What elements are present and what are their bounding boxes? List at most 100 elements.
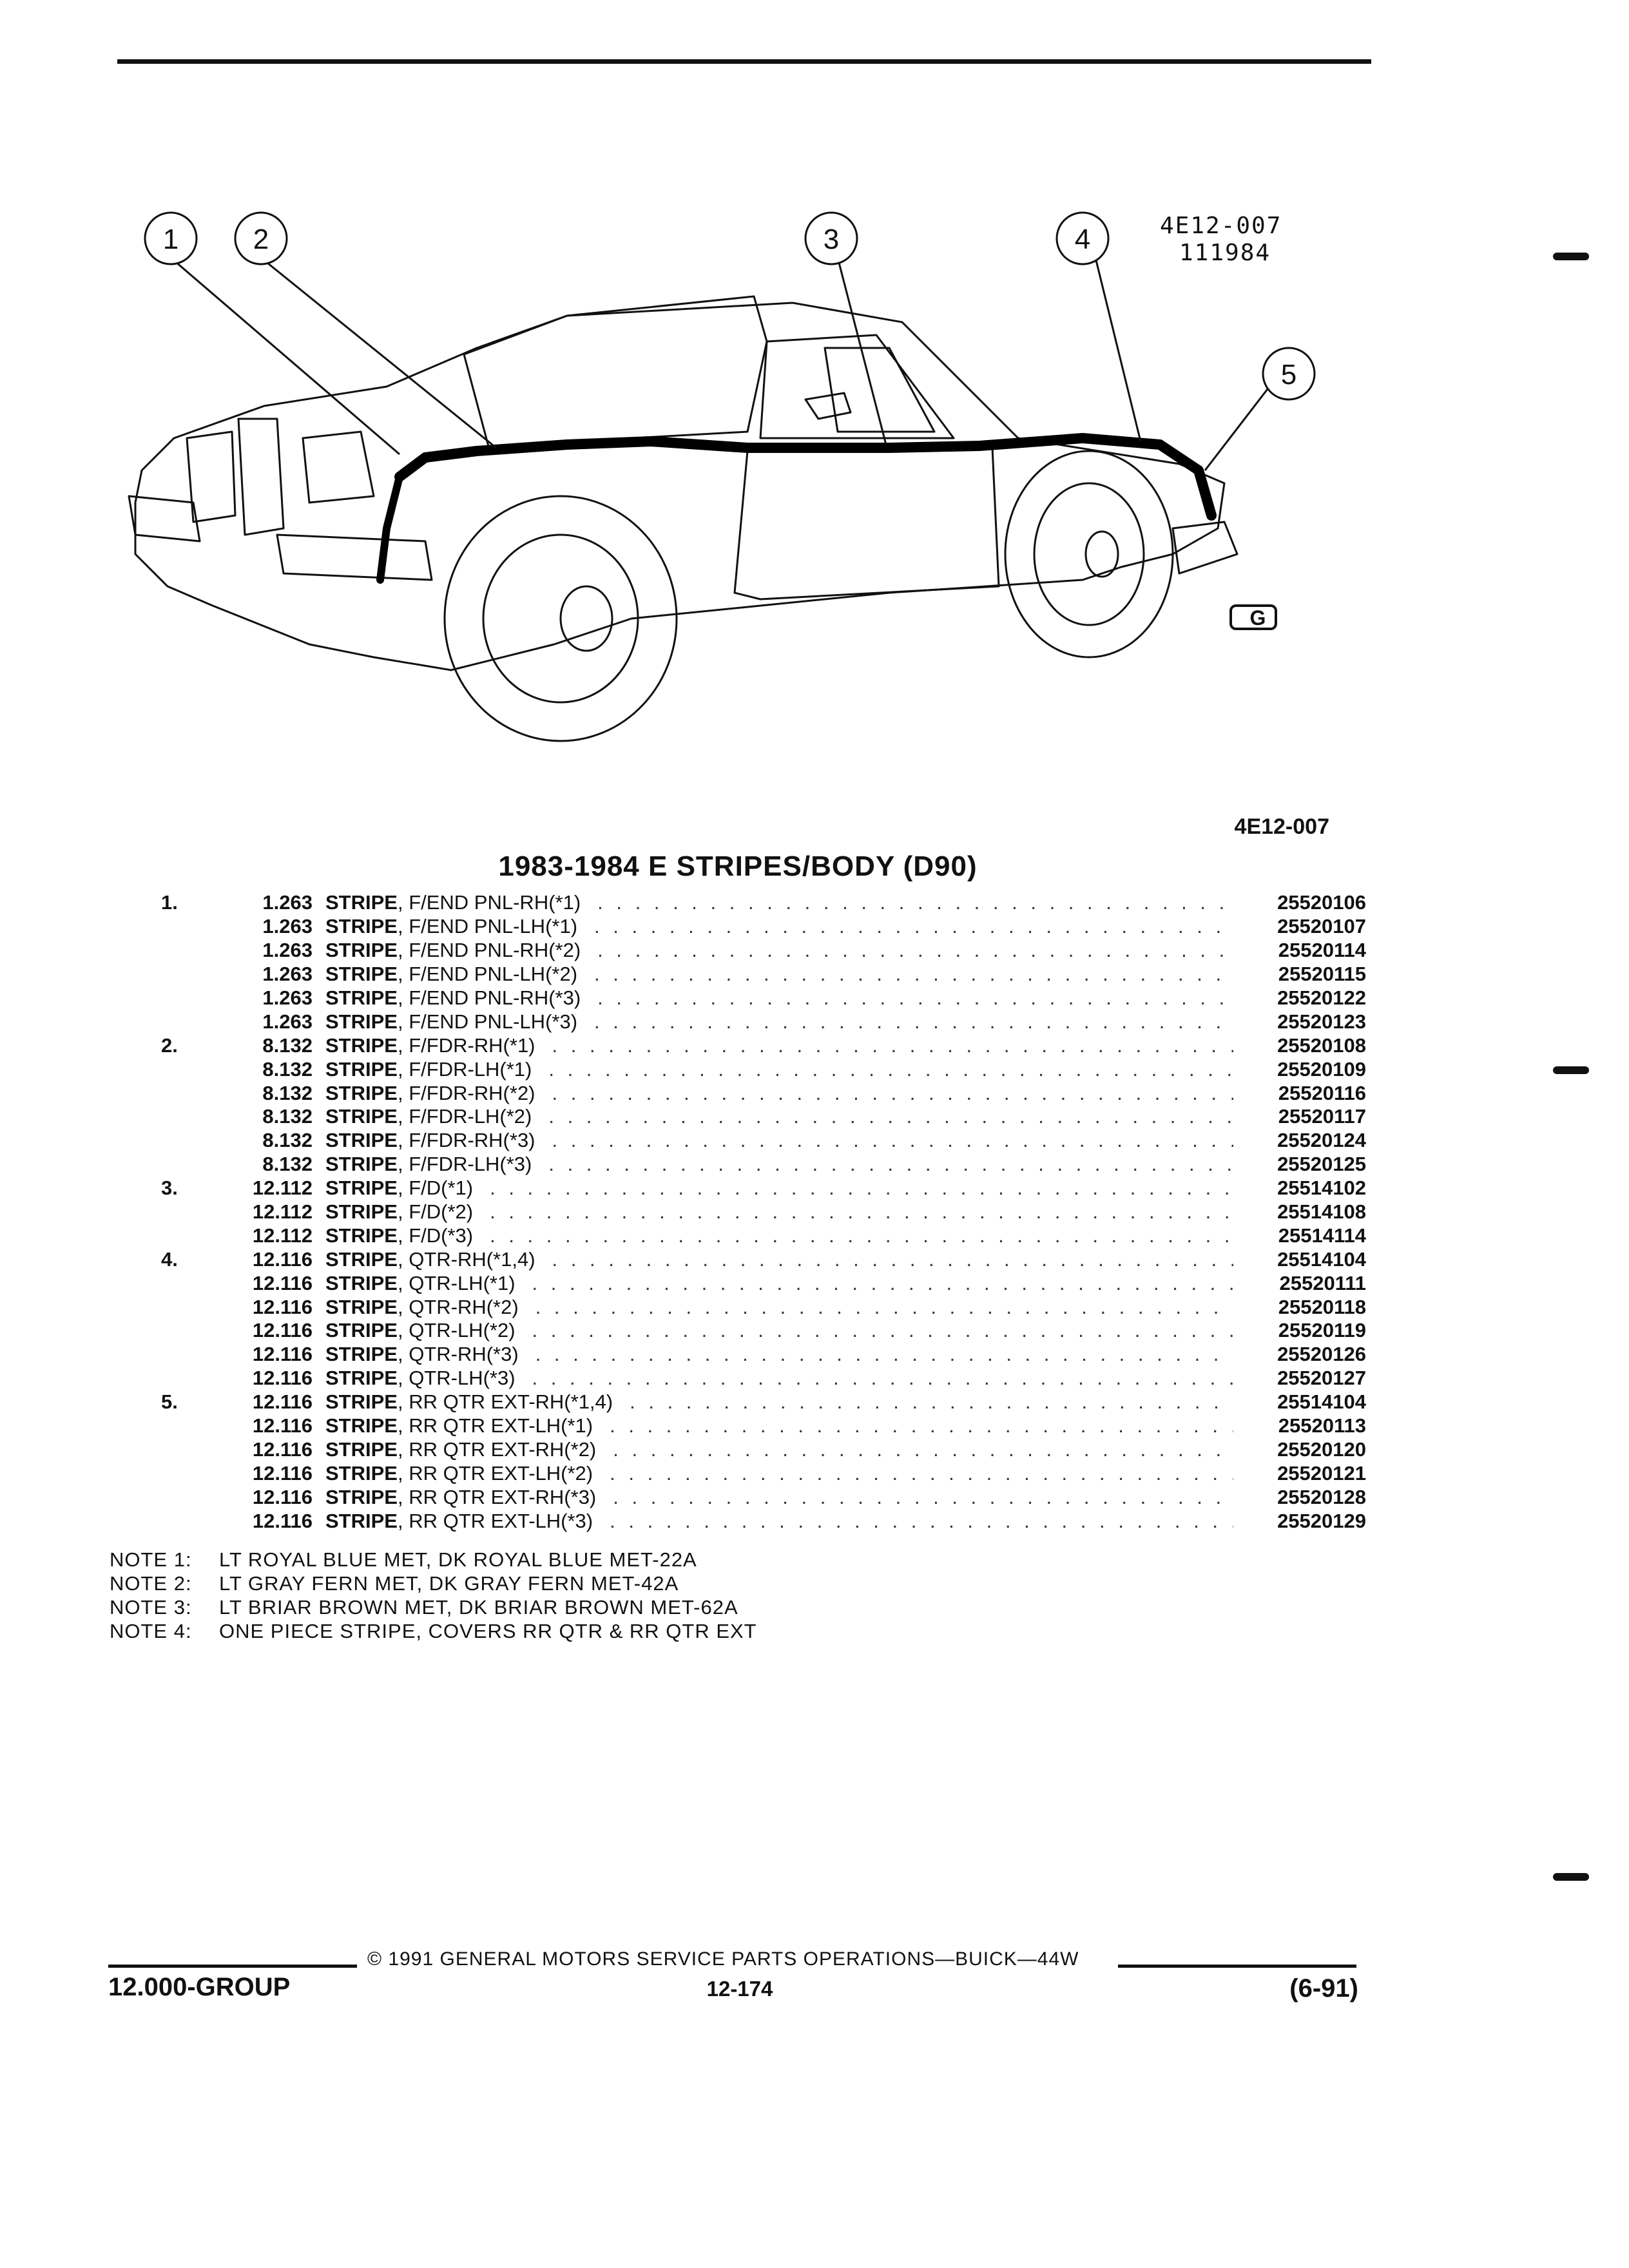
part-name: STRIPE	[325, 1057, 398, 1081]
part-description: STRIPE, QTR-LH(*2)	[325, 1319, 516, 1342]
footer-rule-right	[1118, 1965, 1356, 1968]
part-position: 12.116	[252, 1295, 313, 1318]
part-number: 25520119	[1278, 1319, 1366, 1342]
part-detail: , QTR-RH(*2)	[397, 1295, 519, 1318]
part-number: 25520117	[1278, 1105, 1366, 1128]
dot-leader	[594, 915, 1233, 938]
callout-5: 5	[1281, 359, 1296, 390]
part-description: STRIPE, F/END PNL-LH(*2)	[325, 963, 577, 986]
part-position: 12.112	[252, 1177, 313, 1200]
part-number: 25520128	[1277, 1485, 1366, 1508]
part-position: 12.116	[252, 1367, 313, 1390]
dot-leader	[535, 1296, 1233, 1319]
part-name: STRIPE	[325, 1461, 398, 1485]
part-index: 5.	[161, 1390, 178, 1414]
part-position: 12.116	[252, 1319, 313, 1342]
footer-group: 12.000-GROUP	[108, 1973, 291, 2001]
part-description: STRIPE, F/FDR-RH(*1)	[325, 1034, 535, 1057]
part-detail: , RR QTR EXT-LH(*3)	[397, 1509, 593, 1532]
part-number: 25514104	[1277, 1247, 1366, 1271]
dot-leader	[552, 1082, 1233, 1105]
part-number: 25520122	[1277, 986, 1366, 1009]
dot-leader	[613, 1486, 1233, 1509]
dot-leader	[548, 1105, 1233, 1128]
part-description: STRIPE, QTR-RH(*2)	[325, 1296, 519, 1319]
part-number: 25520125	[1277, 1153, 1366, 1176]
part-detail: , F/END PNL-RH(*3)	[397, 986, 581, 1009]
note-text: LT ROYAL BLUE MET, DK ROYAL BLUE MET-22A	[219, 1548, 697, 1571]
part-description: STRIPE, RR QTR EXT-LH(*1)	[325, 1414, 593, 1437]
callout-2: 2	[253, 224, 269, 255]
top-rule	[117, 59, 1371, 64]
figure-reference: 4E12-007	[1234, 814, 1329, 839]
tab-mark	[1553, 1066, 1589, 1074]
part-name: STRIPE	[325, 1010, 398, 1033]
part-name: STRIPE	[325, 986, 398, 1009]
gm-logo: G	[1229, 604, 1277, 630]
part-detail: , F/END PNL-LH(*2)	[397, 963, 578, 986]
note-label: NOTE 1:	[110, 1548, 192, 1571]
part-number: 25520116	[1278, 1081, 1366, 1104]
part-description: STRIPE, F/D(*2)	[325, 1200, 473, 1224]
part-position: 12.116	[252, 1461, 313, 1485]
part-description: STRIPE, QTR-RH(*3)	[325, 1343, 519, 1366]
dot-leader	[548, 1058, 1233, 1081]
part-name: STRIPE	[325, 1153, 398, 1176]
part-position: 12.116	[252, 1271, 313, 1294]
part-name: STRIPE	[325, 963, 398, 986]
part-detail: , QTR-LH(*1)	[397, 1271, 516, 1294]
part-name: STRIPE	[325, 1200, 398, 1224]
dot-leader	[490, 1177, 1233, 1200]
note-text: ONE PIECE STRIPE, COVERS RR QTR & RR QTR…	[219, 1619, 757, 1642]
dot-leader	[630, 1390, 1233, 1414]
part-description: STRIPE, F/FDR-LH(*1)	[325, 1058, 532, 1081]
dot-leader	[597, 939, 1233, 962]
part-name: STRIPE	[325, 1367, 398, 1390]
note-label: NOTE 4:	[110, 1619, 192, 1642]
dot-leader	[597, 986, 1233, 1010]
note-row: NOTE 3:LT BRIAR BROWN MET, DK BRIAR BROW…	[110, 1595, 757, 1619]
part-description: STRIPE, QTR-LH(*3)	[325, 1367, 516, 1390]
part-description: STRIPE, F/FDR-RH(*2)	[325, 1082, 535, 1105]
part-detail: , F/FDR-RH(*3)	[397, 1129, 535, 1152]
part-name: STRIPE	[325, 1224, 398, 1247]
part-description: STRIPE, QTR-RH(*1,4)	[325, 1248, 535, 1271]
part-description: STRIPE, RR QTR EXT-LH(*3)	[325, 1510, 593, 1533]
part-position: 8.132	[262, 1153, 313, 1176]
part-number: 25520127	[1277, 1367, 1366, 1390]
part-detail: , RR QTR EXT-LH(*2)	[397, 1461, 593, 1485]
notes-list: NOTE 1: LT ROYAL BLUE MET, DK ROYAL BLUE …	[110, 1548, 757, 1643]
dot-leader	[610, 1510, 1233, 1533]
part-name: STRIPE	[325, 1390, 398, 1414]
part-detail: , F/END PNL-RH(*2)	[397, 939, 581, 962]
part-index: 2.	[161, 1033, 178, 1057]
part-detail: , F/END PNL-LH(*1)	[397, 915, 578, 938]
part-detail: , F/END PNL-RH(*1)	[397, 891, 581, 914]
part-number: 25514114	[1278, 1224, 1366, 1247]
part-detail: , QTR-RH(*1,4)	[397, 1247, 535, 1271]
part-description: STRIPE, QTR-LH(*1)	[325, 1272, 516, 1295]
part-number: 25520123	[1277, 1010, 1366, 1033]
part-position: 8.132	[262, 1057, 313, 1081]
part-description: STRIPE, F/D(*3)	[325, 1224, 473, 1247]
part-name: STRIPE	[325, 1081, 398, 1104]
part-number: 25520115	[1278, 963, 1366, 986]
dot-leader	[552, 1129, 1233, 1152]
part-number: 25520108	[1277, 1033, 1366, 1057]
dot-leader	[532, 1272, 1233, 1295]
part-position: 1.263	[262, 915, 313, 938]
part-name: STRIPE	[325, 1105, 398, 1128]
dot-leader	[490, 1200, 1233, 1224]
part-name: STRIPE	[325, 915, 398, 938]
